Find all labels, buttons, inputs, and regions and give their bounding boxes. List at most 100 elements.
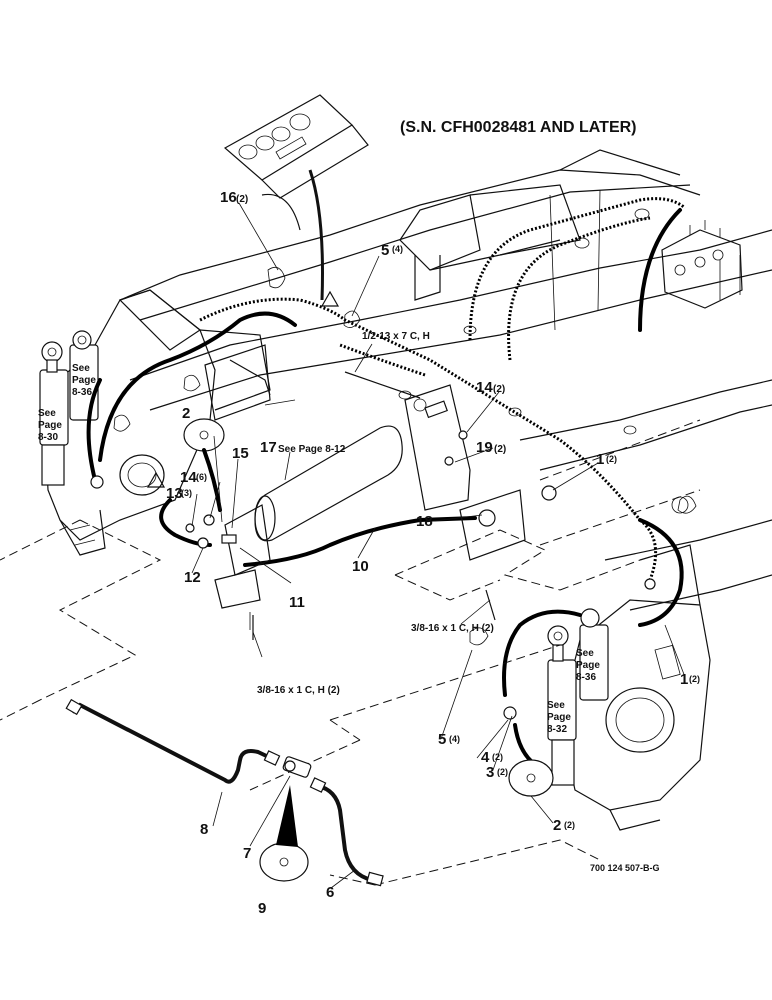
see-page-ref-3: See Page 8-36 bbox=[576, 648, 600, 683]
svg-text:Page: Page bbox=[576, 660, 600, 671]
serial-number-title: (S.N. CFH0028481 AND LATER) bbox=[400, 119, 637, 136]
callout-11: 11 bbox=[289, 594, 305, 611]
callout-9: 9 bbox=[258, 900, 266, 917]
svg-text:19: 19 bbox=[476, 439, 493, 456]
svg-text:See: See bbox=[38, 408, 56, 419]
hose-clamps bbox=[113, 266, 697, 646]
bolt-spec-right: 3/8-16 x 1 C, H (2) bbox=[411, 623, 494, 634]
callout-1-upper: 1 (2) bbox=[596, 451, 617, 468]
svg-text:(2): (2) bbox=[606, 454, 617, 464]
callout-10: 10 bbox=[352, 558, 369, 575]
svg-text:6: 6 bbox=[326, 884, 334, 901]
callout-15: 15 bbox=[232, 445, 249, 462]
svg-text:Page: Page bbox=[72, 375, 96, 386]
svg-text:14: 14 bbox=[180, 469, 197, 486]
see-page-ref-1: See Page 8-36 bbox=[72, 363, 96, 398]
shutoff-disc-9 bbox=[259, 785, 309, 882]
callout-14-left: 14 (6) bbox=[180, 469, 207, 486]
svg-text:7: 7 bbox=[243, 845, 251, 862]
callout-14-right: 14 (2) bbox=[476, 379, 505, 396]
callout-7: 7 bbox=[243, 845, 251, 862]
drawing-number: 700 124 507-B-G bbox=[590, 863, 660, 873]
svg-text:Page: Page bbox=[38, 420, 62, 431]
svg-text:5: 5 bbox=[438, 731, 446, 748]
tube-assembly-8 bbox=[65, 698, 281, 784]
callout-2-right: 2 (2) bbox=[553, 817, 575, 834]
callout-1-lower: 1 (2) bbox=[680, 671, 700, 688]
main-frame bbox=[119, 149, 772, 611]
callout-13: 13 (3) bbox=[166, 485, 192, 502]
svg-text:17: 17 bbox=[260, 439, 277, 456]
mount-plate-left bbox=[204, 344, 296, 421]
callout-12: 12 bbox=[184, 569, 201, 586]
control-panel bbox=[223, 94, 369, 301]
svg-text:(4): (4) bbox=[392, 244, 403, 254]
svg-text:11: 11 bbox=[289, 594, 305, 611]
accumulator bbox=[254, 425, 403, 542]
svg-text:12: 12 bbox=[184, 569, 201, 586]
svg-text:(2): (2) bbox=[492, 752, 503, 762]
svg-text:10: 10 bbox=[352, 558, 369, 575]
bolt-spec-bottom: 3/8-16 x 1 C, H (2) bbox=[257, 685, 340, 696]
svg-text:5: 5 bbox=[381, 242, 389, 259]
bolt-spec-top: 1/2-13 x 7 C, H bbox=[362, 331, 430, 342]
see-page-ref-4: See Page 8-32 bbox=[547, 700, 571, 735]
accumulator-bracket bbox=[214, 504, 271, 630]
control-valve bbox=[661, 220, 743, 309]
fittings bbox=[90, 430, 656, 720]
callout-5-top: 5 (4) bbox=[381, 242, 403, 259]
callout-5-bottom: 5 (4) bbox=[438, 731, 460, 748]
svg-text:(2): (2) bbox=[494, 444, 506, 455]
svg-text:(6): (6) bbox=[196, 472, 207, 482]
tube-assembly-6 bbox=[309, 777, 384, 887]
reference-outline bbox=[0, 419, 701, 886]
shutoff-disc-2-left bbox=[183, 418, 225, 512]
svg-text:4: 4 bbox=[481, 749, 490, 766]
svg-text:(2): (2) bbox=[236, 194, 248, 205]
callout-18: 18 bbox=[416, 513, 433, 530]
svg-text:2: 2 bbox=[182, 405, 190, 422]
svg-text:15: 15 bbox=[232, 445, 249, 462]
callout-4: 4 (2) bbox=[481, 749, 503, 766]
shutoff-disc-2-right bbox=[508, 759, 554, 797]
svg-text:(2): (2) bbox=[497, 767, 508, 777]
leader-lines bbox=[191, 202, 686, 889]
svg-text:13: 13 bbox=[166, 485, 183, 502]
svg-text:2: 2 bbox=[553, 817, 561, 834]
left-lift-cylinders bbox=[39, 330, 99, 486]
svg-text:8-36: 8-36 bbox=[576, 672, 596, 683]
svg-text:See: See bbox=[72, 363, 90, 374]
svg-text:See: See bbox=[547, 700, 565, 711]
svg-text:3: 3 bbox=[486, 764, 494, 781]
svg-text:See: See bbox=[576, 648, 594, 659]
svg-text:18: 18 bbox=[416, 513, 433, 530]
right-lift-cylinders bbox=[547, 608, 609, 786]
svg-text:8: 8 bbox=[200, 821, 208, 838]
svg-text:(3): (3) bbox=[181, 488, 192, 498]
svg-text:1: 1 bbox=[680, 671, 688, 688]
accumulator-mount-18 bbox=[404, 384, 526, 561]
tee-fitting-7 bbox=[282, 756, 312, 778]
svg-text:(2): (2) bbox=[689, 674, 700, 684]
svg-text:(2): (2) bbox=[493, 384, 505, 395]
bolts bbox=[252, 371, 496, 640]
hydraulic-hoses bbox=[86, 208, 684, 772]
svg-text:(2): (2) bbox=[564, 820, 575, 830]
see-page-ref-2: See Page 8-30 bbox=[38, 408, 62, 443]
callout-6: 6 bbox=[326, 884, 334, 901]
callout-19: 19 (2) bbox=[476, 439, 506, 456]
svg-text:8-32: 8-32 bbox=[547, 724, 567, 735]
svg-text:9: 9 bbox=[258, 900, 266, 917]
callout-2-left: 2 bbox=[182, 405, 190, 422]
svg-text:14: 14 bbox=[476, 379, 493, 396]
svg-text:(4): (4) bbox=[449, 734, 460, 744]
callout-16: 16 (2) bbox=[220, 189, 248, 206]
warning-symbols bbox=[146, 290, 340, 488]
callout-8: 8 bbox=[200, 821, 208, 838]
svg-text:8-30: 8-30 bbox=[38, 432, 58, 443]
callout-17: 17 See Page 8-12 bbox=[260, 439, 346, 456]
callout-3: 3 (2) bbox=[486, 764, 508, 781]
svg-text:8-36: 8-36 bbox=[72, 387, 92, 398]
left-gear-housing bbox=[44, 289, 271, 556]
